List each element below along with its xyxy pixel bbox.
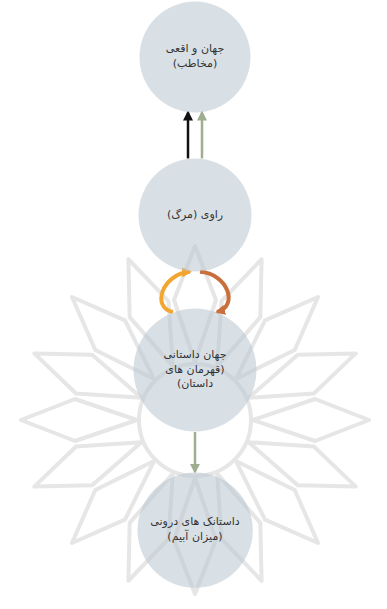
ornament-group: [21, 246, 369, 594]
node-label: جهان داستانی (قهرمان های داستان): [154, 348, 236, 393]
circle-outline: [137, 472, 252, 587]
node-label: داستانک های درونی (میزان آبیم): [145, 515, 245, 545]
cycle-arrow: [200, 272, 229, 312]
circle-node: داستانک های درونی (میزان آبیم): [137, 472, 253, 588]
circle-node: راوی (مرگ): [138, 158, 252, 272]
ornament-petal: [26, 334, 149, 417]
circle-node: جهان داستانی (قهرمان های داستان): [133, 308, 257, 432]
circle-node: جهان و اقعی (مخاطب): [139, 1, 251, 113]
ornament-petal: [21, 399, 137, 441]
circle-outline: [140, 2, 251, 113]
circle-outline: [139, 159, 252, 272]
arrow-connector: [187, 113, 190, 159]
circle-outline: [134, 309, 257, 432]
arrow-connector: [194, 432, 197, 472]
arrow-connector: [201, 113, 204, 159]
node-label: راوی (مرگ): [155, 208, 235, 223]
cycle-arrow: [161, 272, 190, 312]
node-label: جهان و اقعی (مخاطب): [155, 42, 235, 72]
ornament-petal: [241, 423, 364, 506]
ornament-petal: [253, 399, 369, 441]
